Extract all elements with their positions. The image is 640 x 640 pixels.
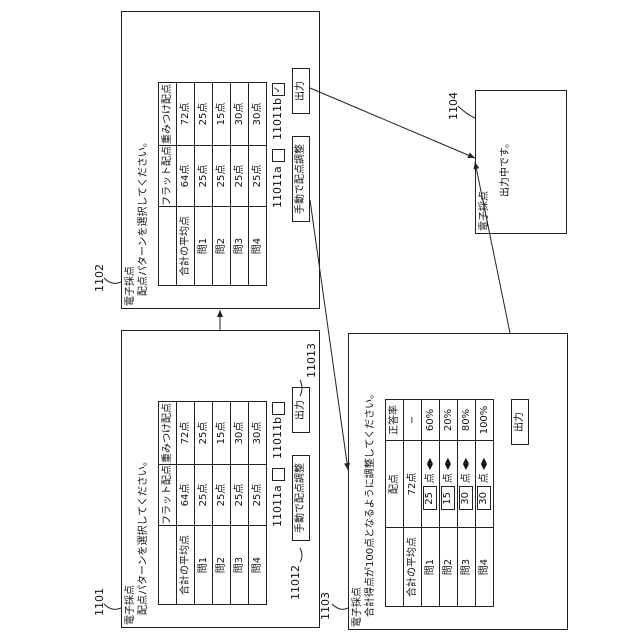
ref-1102: 1102 [94, 264, 106, 292]
leader-11012 [300, 548, 302, 562]
leader-1102 [104, 278, 121, 283]
leader-11013 [300, 380, 302, 396]
leader-1101 [104, 604, 121, 609]
arrow-1103-to-1104 [475, 162, 510, 333]
ref-1104: 1104 [448, 92, 460, 120]
arrow-1102-to-1103 [310, 200, 348, 470]
ref-11013: 11013 [306, 343, 318, 378]
ref-11012: 11012 [290, 565, 302, 600]
ref-1103: 1103 [320, 592, 332, 620]
leader-1104 [458, 106, 475, 118]
leader-1103 [332, 604, 348, 609]
ref-1101: 1101 [94, 588, 106, 616]
